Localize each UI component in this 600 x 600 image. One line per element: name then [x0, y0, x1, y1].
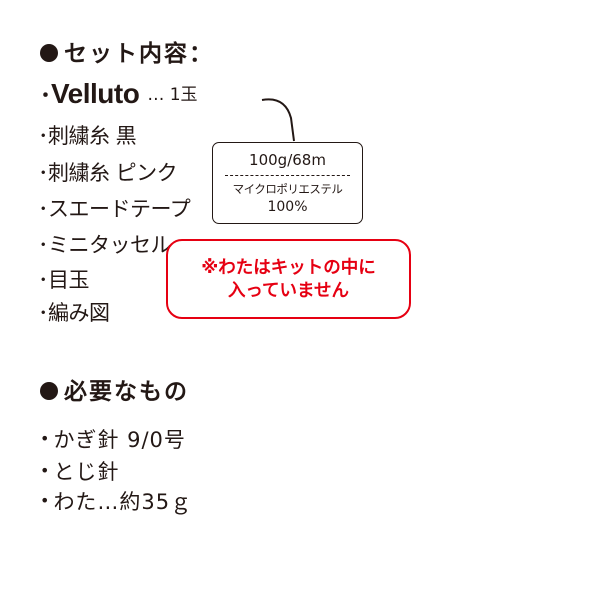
yarn-brand-name: Velluto [51, 78, 140, 109]
required-item: •わた…約35ｇ [40, 486, 192, 516]
notice-line-1: ※わたはキットの中に [201, 258, 376, 278]
kit-item: ･目玉 [38, 268, 90, 292]
required-items-heading: 必要なもの [40, 372, 189, 406]
stuffing-notice-box: ※わたはキットの中に 入っていません [166, 239, 411, 319]
required-item: •かぎ針 9/0号 [40, 424, 186, 454]
brand-bullet: ･ [40, 84, 52, 109]
required-item-text: かぎ針 9/0号 [53, 428, 186, 452]
yarn-spec-box: 100g/68m マイクロポリエステル 100% [212, 142, 363, 224]
kit-item: ･ミニタッセル [38, 233, 172, 257]
notice-line-2: 入っていません [227, 281, 350, 301]
kit-item: ･刺繍糸 ピンク [38, 161, 178, 185]
kit-contents-heading: セット内容： [40, 34, 214, 68]
kit-item: ･編み図 [38, 301, 110, 325]
yarn-weight-length: 100g/68m [249, 151, 326, 169]
required-item-text: わた…約35ｇ [53, 490, 193, 514]
yarn-fiber: マイクロポリエステル [232, 182, 343, 196]
kit-item: ･刺繍糸 黒 [38, 124, 137, 148]
yarn-brand-line: ･Velluto … 1玉 [40, 78, 198, 110]
yarn-brand-quantity: … 1玉 [147, 85, 198, 105]
heading-bullet-icon [40, 382, 58, 400]
item-bullet-icon: • [40, 461, 51, 480]
spec-divider [225, 175, 350, 176]
required-item: •とじ針 [40, 456, 119, 486]
yarn-fiber-percent: 100% [267, 199, 308, 215]
kit-item: ･スエードテープ [38, 197, 191, 221]
required-item-text: とじ針 [53, 460, 120, 484]
heading-bullet-icon [40, 44, 58, 62]
item-bullet-icon: • [40, 429, 51, 448]
item-bullet-icon: • [40, 491, 51, 510]
required-items-title: 必要なもの [64, 379, 189, 405]
kit-contents-title: セット内容： [64, 41, 214, 67]
